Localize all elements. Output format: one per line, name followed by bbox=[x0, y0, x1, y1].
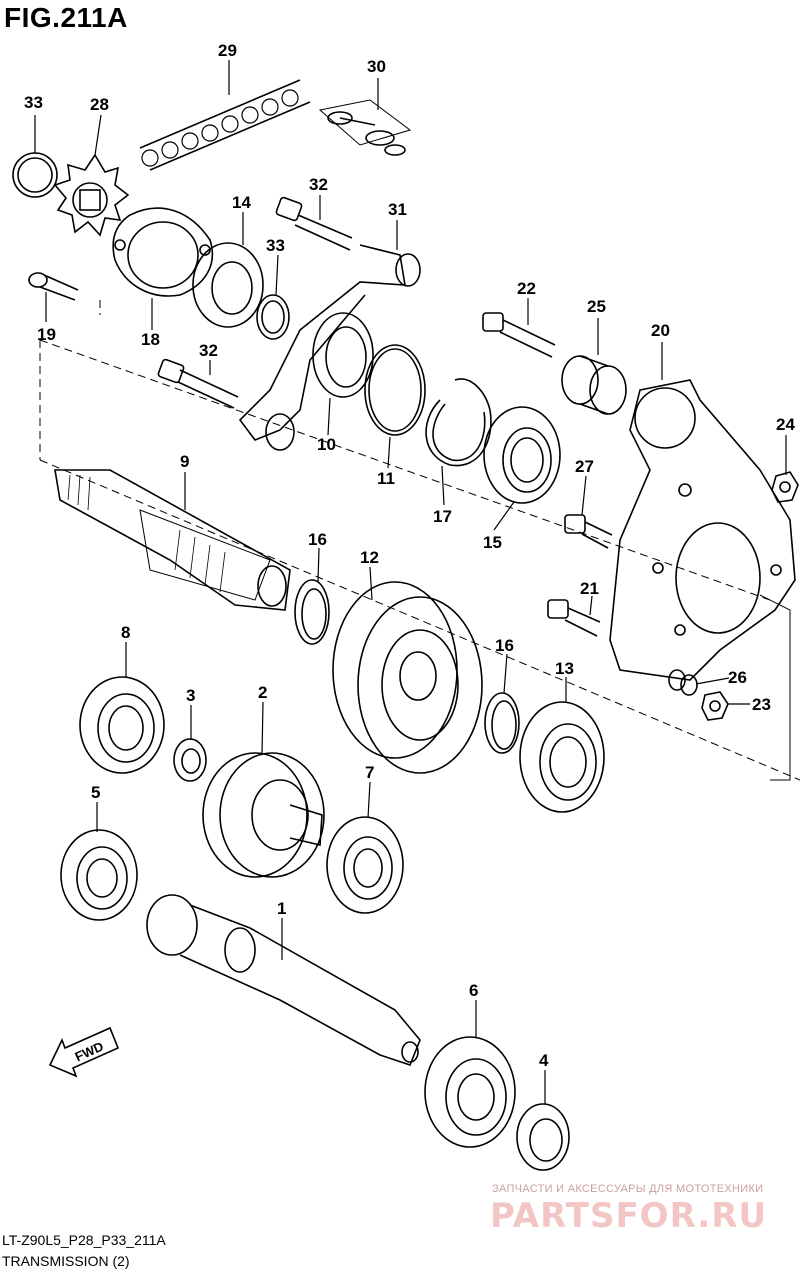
housing-20 bbox=[609, 379, 796, 681]
bearing-7 bbox=[326, 816, 404, 914]
chain-joint bbox=[318, 99, 412, 156]
circlip bbox=[12, 152, 58, 198]
circlip-2 bbox=[256, 294, 290, 340]
callout-numbers: 33 28 29 30 32 31 14 33 19 18 32 10 11 1… bbox=[24, 41, 795, 1070]
callout-1: 1 bbox=[277, 899, 286, 918]
callout-12: 12 bbox=[360, 548, 379, 567]
bearing-5 bbox=[60, 829, 138, 921]
leader-lines bbox=[34, 60, 787, 1104]
callout-8: 8 bbox=[121, 623, 130, 642]
callout-18: 18 bbox=[141, 330, 160, 349]
drive-chain bbox=[139, 79, 311, 171]
assembly-lines bbox=[39, 300, 800, 781]
collar-10 bbox=[312, 312, 374, 398]
collar-25 bbox=[561, 355, 627, 415]
callout-7: 7 bbox=[365, 763, 374, 782]
callout-9: 9 bbox=[180, 452, 189, 471]
callout-16a: 16 bbox=[308, 530, 327, 549]
bolt-32-lower bbox=[157, 358, 239, 409]
callout-32b: 32 bbox=[199, 341, 218, 360]
footer-name: TRANSMISSION (2) bbox=[2, 1253, 130, 1269]
gear-2 bbox=[202, 752, 325, 878]
callout-17: 17 bbox=[433, 507, 452, 526]
callout-30: 30 bbox=[367, 57, 386, 76]
gasket-plate bbox=[112, 207, 214, 297]
callout-28: 28 bbox=[90, 95, 109, 114]
callout-13: 13 bbox=[555, 659, 574, 678]
callout-11: 11 bbox=[377, 469, 395, 488]
watermark-logo: PARTSFOR.RU bbox=[490, 1196, 768, 1236]
bearing-8 bbox=[79, 676, 165, 774]
callout-21: 21 bbox=[580, 579, 599, 598]
callout-33: 33 bbox=[24, 93, 43, 112]
washer-3 bbox=[173, 738, 207, 782]
callout-24: 24 bbox=[776, 415, 795, 434]
callout-22: 22 bbox=[517, 279, 536, 298]
oil-seal-14 bbox=[192, 242, 264, 328]
callout-19: 19 bbox=[37, 325, 56, 344]
callout-10: 10 bbox=[317, 435, 336, 454]
figure-title: FIG.211A bbox=[4, 2, 128, 33]
callout-15: 15 bbox=[483, 533, 502, 552]
tensioner-arm bbox=[238, 244, 421, 451]
bearing-15 bbox=[483, 406, 561, 504]
o-ring-11 bbox=[364, 344, 426, 436]
circlip-16-lower bbox=[484, 692, 520, 754]
callout-16b: 16 bbox=[495, 636, 514, 655]
watermark-tagline: ЗАПЧАСТИ И АКСЕССУАРЫ ДЛЯ МОТОТЕХНИКИ bbox=[492, 1183, 764, 1195]
callout-27: 27 bbox=[575, 457, 594, 476]
drive-sprocket bbox=[53, 153, 130, 237]
footer-code: LT-Z90L5_P28_P33_211A bbox=[2, 1232, 166, 1248]
callout-5: 5 bbox=[91, 783, 100, 802]
fwd-arrow: FWD bbox=[48, 1026, 120, 1078]
callout-33b: 33 bbox=[266, 236, 285, 255]
bolt-21 bbox=[547, 599, 601, 637]
callout-2: 2 bbox=[258, 683, 267, 702]
circlip-17 bbox=[425, 378, 492, 467]
callout-32a: 32 bbox=[309, 175, 328, 194]
callout-29: 29 bbox=[218, 41, 237, 60]
input-shaft-1 bbox=[146, 894, 421, 1066]
callout-6: 6 bbox=[469, 981, 478, 1000]
bearing-6 bbox=[424, 1036, 516, 1148]
bolt-32-upper bbox=[275, 196, 353, 251]
oil-seal-4 bbox=[516, 1103, 570, 1171]
nut-23 bbox=[701, 691, 729, 721]
callout-20: 20 bbox=[651, 321, 670, 340]
dowel-pin-26 bbox=[668, 669, 698, 696]
callout-4: 4 bbox=[539, 1051, 549, 1070]
bolt-27 bbox=[564, 514, 613, 549]
sprocket-bolt bbox=[28, 272, 79, 301]
nut-24 bbox=[771, 471, 799, 503]
output-shaft-9 bbox=[54, 469, 291, 611]
circlip-16-upper bbox=[294, 579, 330, 645]
callout-14: 14 bbox=[232, 193, 251, 212]
callout-23: 23 bbox=[752, 695, 771, 714]
assembly-bracket bbox=[759, 594, 791, 781]
callout-3: 3 bbox=[186, 686, 195, 705]
bearing-13 bbox=[519, 701, 605, 813]
callout-25: 25 bbox=[587, 297, 606, 316]
gear-12 bbox=[332, 581, 483, 774]
bolt-22 bbox=[482, 312, 556, 358]
callout-26: 26 bbox=[728, 668, 747, 687]
callout-31: 31 bbox=[388, 200, 407, 219]
